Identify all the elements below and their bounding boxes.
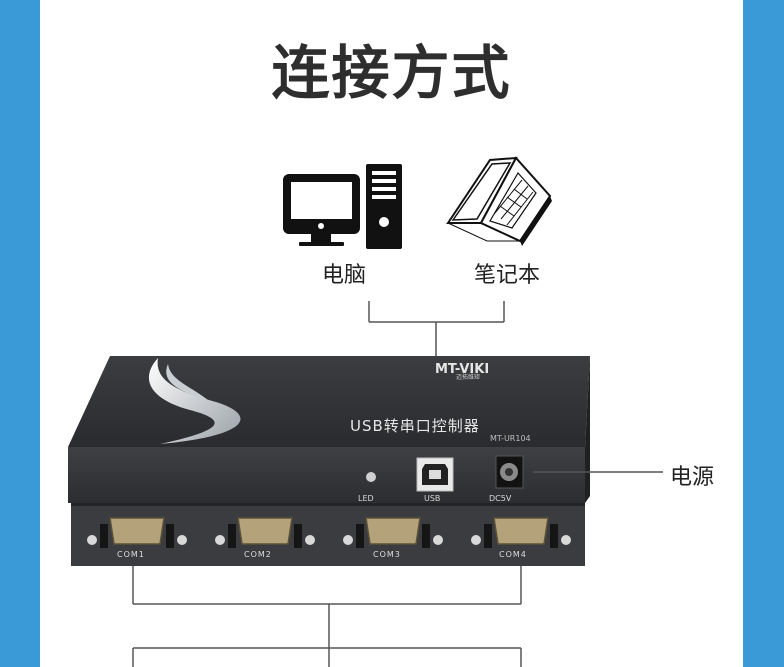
- power-label: 电源: [670, 465, 715, 490]
- dc-port-label: DC5V: [489, 494, 512, 503]
- product-name: USB转串口控制器: [350, 417, 480, 435]
- dc-power-port: [495, 455, 524, 489]
- brand-subname: 迈拓维矩: [456, 373, 480, 381]
- led-indicator: [366, 472, 376, 482]
- usb-label: USB: [424, 494, 440, 503]
- computer-tower-icon: [366, 164, 402, 249]
- com-port-3: COM3: [343, 517, 443, 559]
- connection-diagram: MT-VIKI 迈拓维矩 USB转串口控制器 MT-UR104 LED USB …: [68, 156, 663, 667]
- com-port-4: COM4: [471, 517, 571, 559]
- bottom-connector-lines: [132, 566, 522, 667]
- desktop-monitor-icon: [283, 174, 360, 246]
- com-port-1: COM1: [87, 517, 187, 559]
- com-port-label: COM2: [244, 550, 272, 559]
- content-panel: 连接方式: [40, 0, 743, 667]
- laptop-label: 笔记本: [474, 263, 541, 288]
- product-model: MT-UR104: [490, 434, 531, 443]
- laptop-icon: [446, 156, 552, 246]
- brand-name: MT-VIKI: [435, 362, 489, 377]
- desktop-label: 电脑: [322, 263, 367, 288]
- led-label: LED: [358, 494, 374, 503]
- com-port-2: COM2: [215, 517, 315, 559]
- com-port-label: COM4: [499, 550, 527, 559]
- usb-b-port: [416, 457, 454, 492]
- page-title: 连接方式: [271, 39, 512, 107]
- com-port-label: COM1: [117, 550, 145, 559]
- usb-serial-controller-box: [68, 356, 590, 566]
- com-port-label: COM3: [373, 550, 401, 559]
- brand-swoosh-logo: [148, 358, 241, 444]
